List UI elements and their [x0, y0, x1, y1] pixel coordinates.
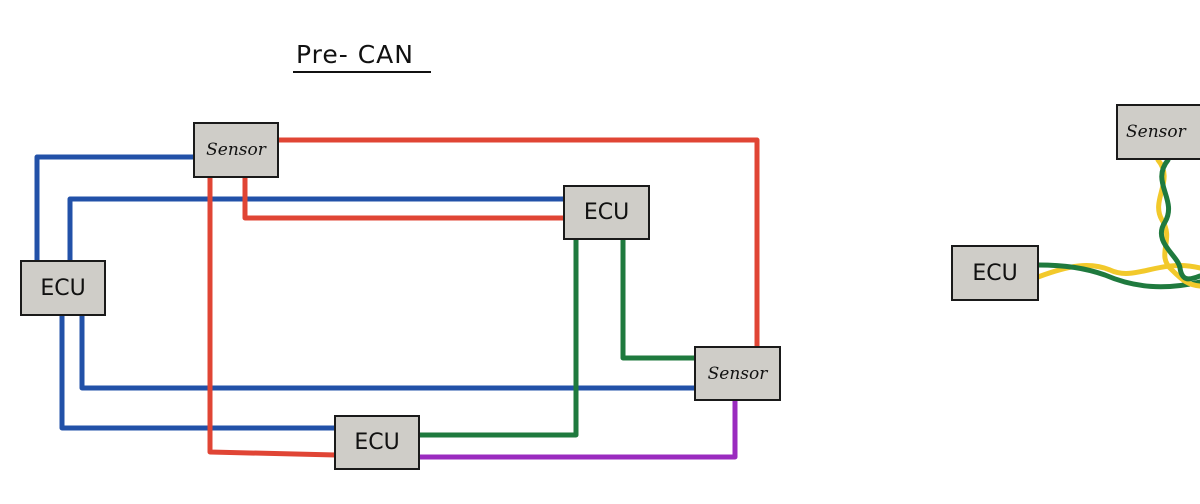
can-wire-green-vertical — [1158, 157, 1200, 282]
ecu-node-right-top: ECU — [563, 185, 650, 240]
wire-green-ecu-right-ecu-bottom — [419, 239, 579, 438]
wire-blue-ecu-left-ecu-right — [67, 196, 565, 262]
sensor-node-right: Sensor — [694, 346, 781, 401]
red-wires — [207, 137, 760, 458]
wire-blue-ecu-left-sensor-right — [79, 315, 696, 391]
wire-blue-sensor-ecu-left — [34, 154, 195, 262]
wire-blue-ecu-left-ecu-bottom — [59, 315, 336, 431]
ecu-node-bottom: ECU — [334, 415, 420, 470]
ecu-node-can: ECU — [951, 245, 1039, 301]
wire-red-sensor-ecu-right — [242, 177, 565, 221]
sensor-node-top: Sensor — [193, 122, 279, 178]
can-twisted-pair — [1035, 157, 1200, 290]
title-underline — [293, 71, 431, 73]
sensor-node-can: Sensor — [1116, 104, 1200, 160]
wire-red-sensor-ecu-bottom — [207, 177, 337, 458]
blue-wires — [34, 154, 696, 431]
wire-purple-ecu-bottom-sensor-right — [419, 400, 738, 460]
green-wires — [419, 239, 696, 438]
wire-green-ecu-right-sensor-right — [620, 239, 696, 361]
can-wire-green-horizontal — [1035, 262, 1200, 290]
wire-red-sensor-sensor-right — [277, 137, 760, 348]
diagram-title: Pre- CAN — [296, 40, 414, 69]
ecu-node-left: ECU — [20, 260, 106, 316]
